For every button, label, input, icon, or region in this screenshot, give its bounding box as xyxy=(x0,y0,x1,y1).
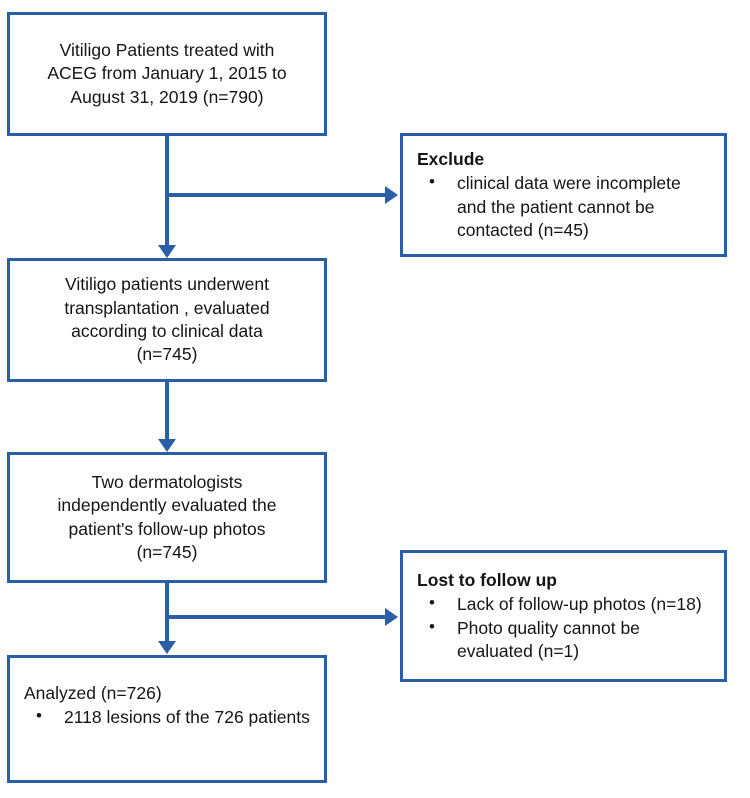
arrow-enrolled-to-excluded xyxy=(385,186,398,204)
list-item: Photo quality cannot be evaluated (n=1) xyxy=(417,616,710,664)
evaluated-line-1: Two dermatologists xyxy=(91,471,243,492)
evaluated-line-3: patient's follow-up photos xyxy=(68,518,266,539)
connector-transplanted-to-evaluated xyxy=(165,382,169,440)
excluded-box: Exclude clinical data were incomplete an… xyxy=(400,133,727,257)
evaluated-line-2: independently evaluated the xyxy=(57,495,277,516)
arrow-evaluated-to-analyzed xyxy=(158,641,176,654)
arrow-enrolled-to-transplanted xyxy=(158,245,176,258)
excluded-heading: Exclude xyxy=(417,148,485,169)
excluded-bullet-list: clinical data were incomplete and the pa… xyxy=(417,171,710,242)
analyzed-box: Analyzed (n=726) 2118 lesions of the 726… xyxy=(7,655,327,783)
evaluated-box: Two dermatologists independently evaluat… xyxy=(7,452,327,583)
lost-to-follow-up-box: Lost to follow up Lack of follow-up phot… xyxy=(400,550,727,682)
transplanted-box: Vitiligo patients underwent transplantat… xyxy=(7,258,327,382)
lost-heading: Lost to follow up xyxy=(417,569,557,590)
transplanted-line-2: transplantation , evaluated xyxy=(64,297,270,318)
enrolled-line-3: August 31, 2019 (n=790) xyxy=(70,86,264,107)
arrow-transplanted-to-evaluated xyxy=(158,439,176,452)
list-item: clinical data were incomplete and the pa… xyxy=(417,171,710,242)
enrolled-box: Vitiligo Patients treated with ACEG from… xyxy=(7,12,327,136)
connector-evaluated-to-lost xyxy=(167,615,385,619)
transplanted-line-1: Vitiligo patients underwent xyxy=(65,274,269,295)
list-item: 2118 lesions of the 726 patients xyxy=(24,705,310,729)
transplanted-line-4: (n=745) xyxy=(136,344,198,365)
list-item: Lack of follow-up photos (n=18) xyxy=(417,592,710,616)
arrow-evaluated-to-lost xyxy=(385,608,398,626)
analyzed-bullet-list: 2118 lesions of the 726 patients xyxy=(24,705,310,729)
enrolled-line-1: Vitiligo Patients treated with xyxy=(59,39,275,60)
lost-bullet-list: Lack of follow-up photos (n=18) Photo qu… xyxy=(417,592,710,664)
analyzed-heading: Analyzed (n=726) xyxy=(24,683,162,703)
transplanted-line-3: according to clinical data xyxy=(71,321,263,341)
connector-enrolled-to-excluded xyxy=(167,193,385,197)
evaluated-line-4: (n=745) xyxy=(136,541,198,562)
enrolled-line-2: ACEG from January 1, 2015 to xyxy=(47,63,287,84)
